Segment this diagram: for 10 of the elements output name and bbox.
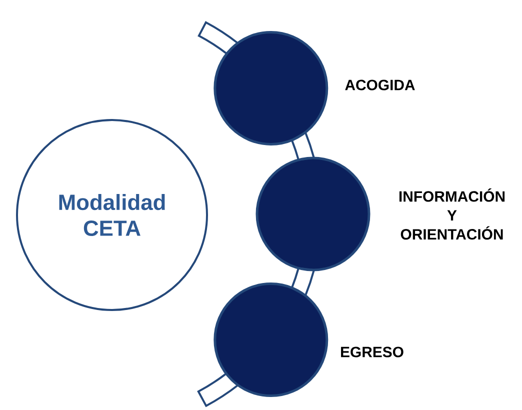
band-connector bbox=[198, 21, 238, 55]
circle bbox=[214, 30, 328, 146]
band-connector bbox=[290, 267, 315, 296]
band-connector bbox=[197, 372, 239, 407]
circle-label: EGRESO bbox=[341, 346, 404, 358]
circle-label: INFORMACIÓN Y ORIENTACIÓN bbox=[399, 188, 505, 240]
band-connector bbox=[290, 131, 315, 161]
circle bbox=[214, 282, 328, 398]
circle-label: ACOGIDA bbox=[345, 80, 415, 90]
circle bbox=[256, 156, 370, 272]
